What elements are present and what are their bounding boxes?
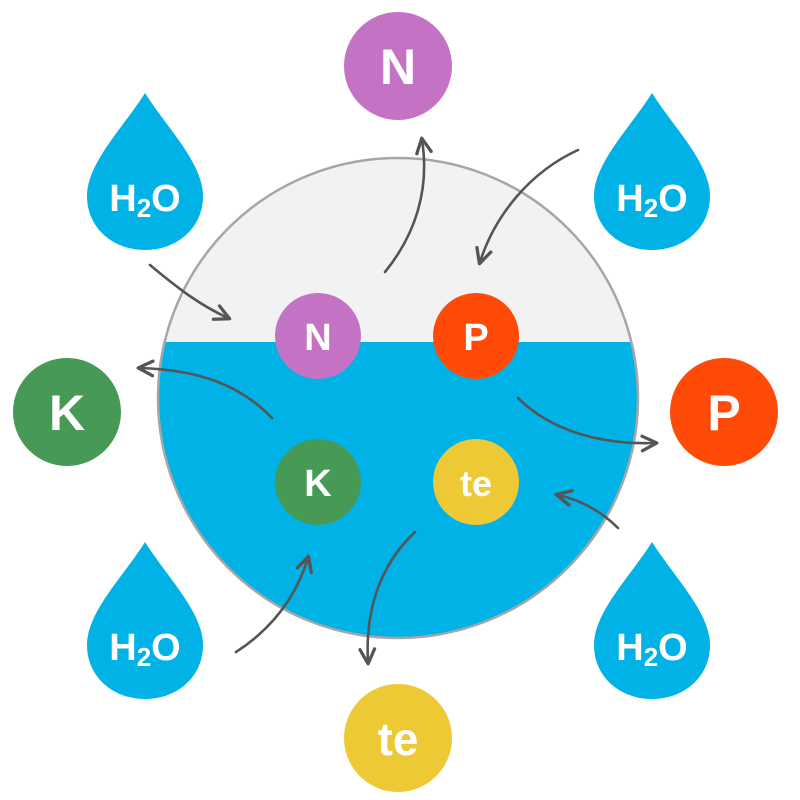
- water-drop-icon: [594, 93, 710, 250]
- water-drop-label: H2O: [616, 627, 687, 672]
- water-drop-icon: [594, 542, 710, 699]
- arrow-k-out: [136, 359, 274, 420]
- inner-p-circle: [433, 293, 519, 379]
- water-drops: H2O H2O H2O H2O: [87, 93, 710, 699]
- inner-n-circle: [275, 293, 361, 379]
- inner-k-circle: [275, 439, 361, 525]
- vessel: [156, 156, 640, 640]
- arrow-water-bottom-right-in: [554, 489, 620, 530]
- outer-k-circle: [13, 358, 121, 466]
- inner-te-circle: [433, 439, 519, 525]
- outer-nutrient-k: K: [13, 358, 121, 466]
- inner-n-label: N: [304, 317, 331, 359]
- outer-te-label: te: [378, 713, 419, 765]
- outer-n-label: N: [380, 39, 416, 95]
- water-drop-bottom-left: H2O: [87, 542, 203, 699]
- arrow-te-out: [358, 530, 417, 666]
- inner-nutrient-k: K: [275, 439, 361, 525]
- arrow-n-out: [383, 136, 433, 274]
- water-drop-top-left: H2O: [87, 93, 203, 250]
- inner-k-label: K: [304, 463, 332, 505]
- outer-p-label: P: [707, 385, 740, 441]
- outer-nutrients: N P K te: [13, 12, 778, 792]
- outer-nutrient-te: te: [344, 684, 452, 792]
- outer-k-label: K: [49, 385, 85, 441]
- vessel-water-area: [158, 342, 638, 638]
- water-drop-top-right: H2O: [594, 93, 710, 250]
- inner-p-label: P: [463, 317, 488, 359]
- arrow-water-top-left-in: [148, 263, 232, 321]
- inner-nutrient-n: N: [275, 293, 361, 379]
- arrow-water-top-right-in: [475, 148, 580, 266]
- water-drop-label: H2O: [109, 178, 180, 223]
- arrow-p-out: [516, 396, 659, 453]
- inner-te-label: te: [460, 463, 492, 504]
- water-drop-icon: [87, 93, 203, 250]
- vessel-outline: [156, 156, 640, 640]
- inner-nutrient-te: te: [433, 439, 519, 525]
- arrows: [136, 136, 659, 666]
- water-drop-icon: [87, 542, 203, 699]
- outer-nutrient-p: P: [670, 358, 778, 466]
- water-drop-label: H2O: [616, 178, 687, 223]
- outer-te-circle: [344, 684, 452, 792]
- arrow-water-bottom-left-in: [234, 554, 313, 654]
- inner-nutrient-p: P: [433, 293, 519, 379]
- outer-nutrient-n: N: [344, 12, 452, 120]
- outer-n-circle: [344, 12, 452, 120]
- water-drop-label: H2O: [109, 627, 180, 672]
- water-drop-bottom-right: H2O: [594, 542, 710, 699]
- inner-nutrients: N P K te: [275, 293, 519, 525]
- outer-p-circle: [670, 358, 778, 466]
